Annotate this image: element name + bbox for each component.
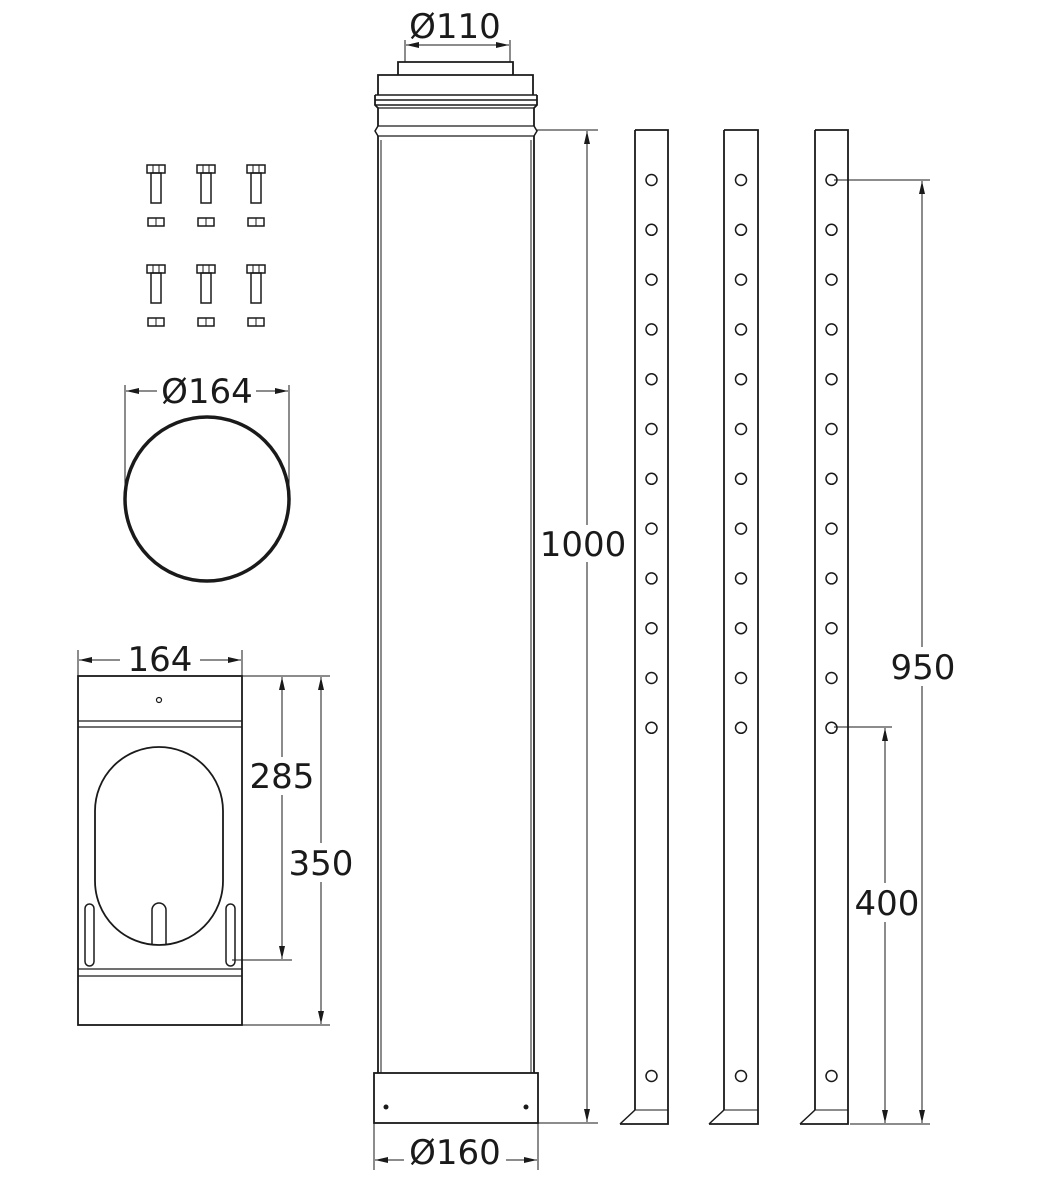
bracket-dimensions: 950 400	[834, 179, 956, 1125]
bracket	[619, 129, 669, 1125]
bracket-foot	[619, 1109, 636, 1125]
bolt	[246, 264, 266, 327]
bracket-hole	[645, 273, 658, 286]
bracket-hole	[734, 422, 748, 436]
pipe-socket-rivet-right	[523, 1104, 529, 1110]
bracket-hole	[645, 572, 658, 585]
bracket-outline	[620, 129, 669, 1125]
bracket-hole-height-label: 400	[855, 884, 920, 924]
pipe-outlet-step	[397, 61, 514, 75]
pipe-neck-left	[374, 95, 379, 126]
bracket-hole	[645, 472, 658, 486]
bracket-hole	[734, 273, 748, 286]
bracket-hole	[825, 572, 838, 585]
bracket-hole	[825, 422, 838, 436]
bracket-foot	[799, 1109, 816, 1125]
bolt	[146, 164, 166, 227]
sleeve-width-label: 164	[128, 640, 193, 680]
bracket-hole	[734, 621, 748, 635]
bolt-head	[246, 164, 266, 174]
bracket-length-label: 950	[891, 648, 956, 688]
outlet-diameter-label: Ø110	[409, 7, 501, 47]
bracket-hole	[645, 522, 658, 535]
bracket-hole	[645, 323, 658, 336]
bracket	[708, 129, 759, 1125]
bolt-head	[146, 164, 166, 174]
pipe-neck-right	[533, 95, 538, 126]
sleeve-adapter: 164 285 350	[77, 640, 354, 1026]
bracket-hole	[825, 1069, 838, 1083]
bolt-shank	[250, 172, 262, 204]
bracket-hole	[825, 223, 838, 237]
bracket-hole	[825, 472, 838, 486]
bolt-head	[196, 264, 216, 274]
bracket-hole	[825, 671, 838, 685]
bolt-head	[246, 264, 266, 274]
sleeve-opening	[94, 746, 224, 946]
bracket-hole	[734, 472, 748, 486]
bracket-hole	[734, 1069, 748, 1083]
bolt-shank	[250, 272, 262, 304]
bracket-hole	[825, 621, 838, 635]
sleeve-side-slot-right	[225, 903, 236, 967]
sleeve-side-slot-left	[84, 903, 95, 967]
bracket-hole	[825, 522, 838, 535]
bracket-hole	[734, 572, 748, 585]
bolt	[146, 264, 166, 327]
bracket-hole	[734, 372, 748, 386]
bracket	[799, 129, 849, 1125]
bracket-hole	[645, 1069, 658, 1083]
bracket-hole	[734, 223, 748, 237]
pipe-bottom-socket	[373, 1072, 539, 1124]
bolt	[196, 264, 216, 327]
bolt-shank	[150, 172, 162, 204]
bracket-hole	[645, 372, 658, 386]
bolt	[196, 164, 216, 227]
base-diameter-label: Ø160	[409, 1133, 501, 1173]
bracket-hole	[645, 671, 658, 685]
bolt-shank	[200, 272, 212, 304]
bracket-hole	[825, 323, 838, 336]
bracket-foot	[708, 1109, 725, 1125]
sleeve-hole-height-label: 285	[250, 757, 315, 797]
sleeve-center-slot	[151, 902, 167, 944]
bracket-hole	[645, 173, 658, 187]
end-cap-circle	[123, 415, 291, 583]
bolt	[246, 164, 266, 227]
sleeve-rivet-hole	[155, 696, 163, 704]
end-cap: Ø164	[123, 372, 291, 583]
pipe-bead-right	[533, 125, 538, 137]
bracket-hole	[645, 721, 658, 735]
pipe-socket-rivet-left	[383, 1104, 389, 1110]
bracket-hole	[645, 223, 658, 237]
bracket-hole	[645, 422, 658, 436]
bracket-outline	[709, 129, 759, 1125]
bracket-outline	[800, 129, 849, 1125]
sleeve-height-label: 350	[289, 844, 354, 884]
pipe-bead-left	[374, 125, 379, 137]
flue-pipe: Ø110 1000 Ø160	[373, 7, 627, 1173]
bracket-hole	[825, 721, 838, 735]
bracket-hole	[825, 372, 838, 386]
bolt-shank	[200, 172, 212, 204]
bracket-hole	[734, 173, 748, 187]
bracket-hole	[734, 671, 748, 685]
bracket-hole	[825, 273, 838, 286]
bolt-head	[196, 164, 216, 174]
bolt-set	[146, 164, 266, 327]
bracket-hole	[645, 621, 658, 635]
pipe-length-label: 1000	[540, 525, 627, 565]
bracket-hole	[734, 323, 748, 336]
bolt-shank	[150, 272, 162, 304]
sleeve-body	[77, 675, 243, 1026]
bracket-hole	[734, 721, 748, 735]
bracket-hole	[734, 522, 748, 535]
bolt-head	[146, 264, 166, 274]
pipe-outlet-collar	[377, 74, 534, 95]
cap-diameter-label: Ø164	[161, 372, 253, 412]
mounting-brackets	[619, 129, 849, 1125]
